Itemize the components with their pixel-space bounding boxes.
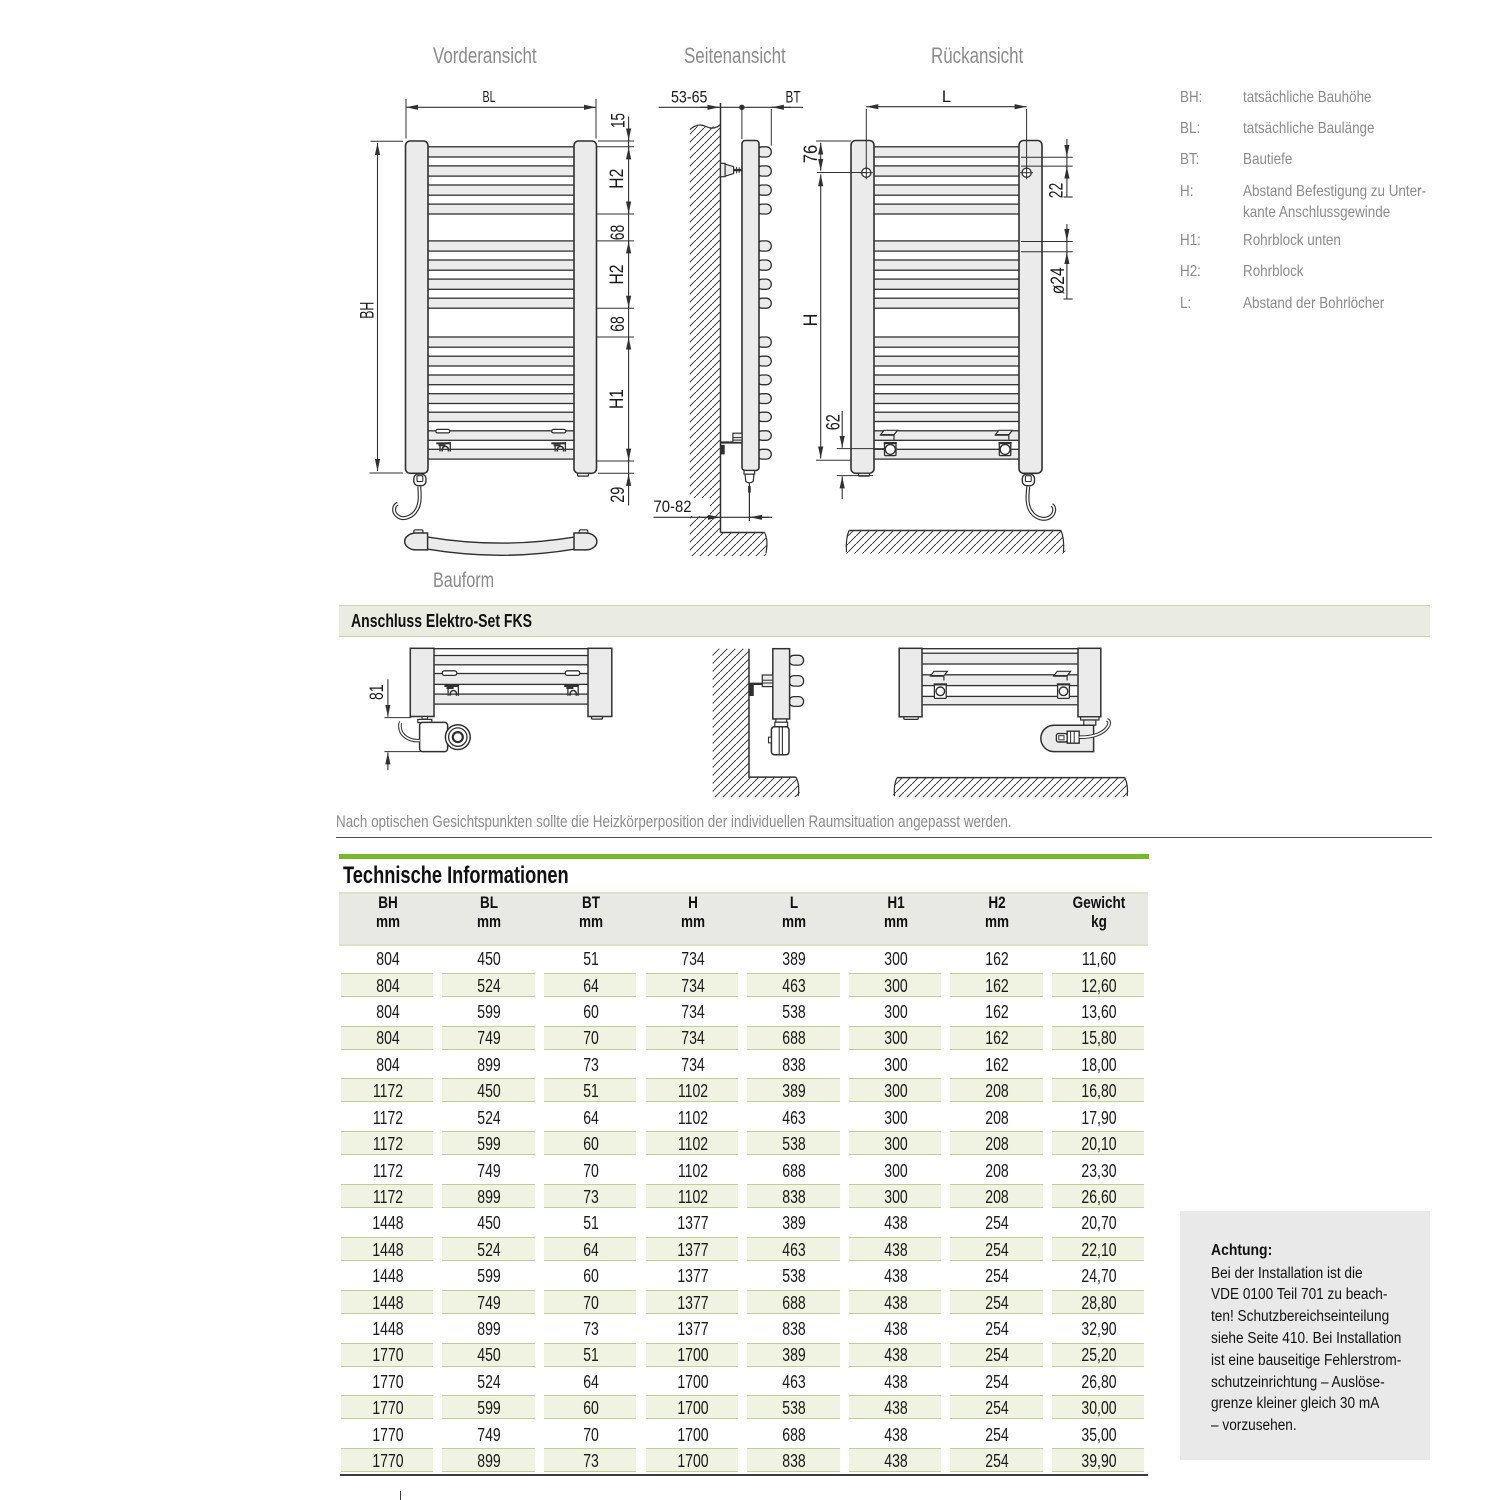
svg-text:68: 68	[608, 316, 629, 332]
svg-text:L: L	[942, 88, 951, 106]
svg-text:H1: H1	[607, 389, 628, 409]
svg-text:BT: BT	[786, 88, 801, 106]
svg-text:29: 29	[608, 487, 629, 503]
svg-text:H2: H2	[607, 169, 628, 189]
svg-text:H2: H2	[607, 265, 628, 285]
svg-text:H: H	[801, 314, 822, 327]
svg-text:15: 15	[608, 113, 629, 128]
svg-text:81: 81	[367, 684, 388, 700]
svg-text:53-65: 53-65	[671, 88, 707, 106]
svg-text:62: 62	[824, 414, 845, 430]
svg-text:22: 22	[1047, 183, 1068, 199]
svg-text:68: 68	[608, 225, 629, 241]
svg-text:ø24: ø24	[1048, 267, 1069, 294]
svg-text:BL: BL	[483, 89, 496, 106]
svg-text:76: 76	[801, 145, 822, 164]
svg-text:BH: BH	[358, 302, 379, 319]
svg-text:70-82: 70-82	[654, 498, 692, 516]
